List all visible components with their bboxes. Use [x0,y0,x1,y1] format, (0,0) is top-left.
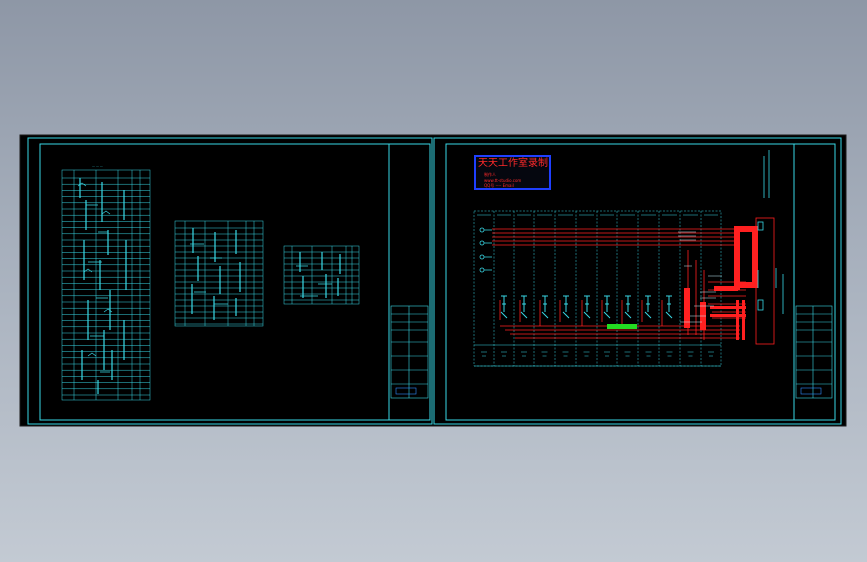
device-switch [665,311,673,319]
sheet-right-inner-border [445,143,836,421]
stamp-line-3: QQ号 ---- Email [484,183,514,188]
sheet-left[interactable] [27,137,433,425]
sheet-left-outer-border [27,137,433,425]
device-switch [562,311,570,319]
input-terminals [479,227,492,273]
sheet-left-inner-border [39,143,431,421]
terminal-labels [678,231,722,323]
device-switch [624,311,632,319]
sheet-right-notes [763,150,784,314]
device-switch [583,311,591,319]
wiring-table-1[interactable]: — — — [61,164,151,401]
sheet-right-outer-border [433,137,842,425]
watermark-stamp: 天天工作室录制 制作人 www.tt-studio.com QQ号 ---- E… [474,155,551,190]
sheet-right[interactable] [433,137,842,425]
schematic-bottom-labels [474,344,721,367]
green-busbar [607,324,637,329]
wiring-table-2-rows [175,227,263,325]
wiring-table-2[interactable] [174,220,264,327]
device-switch [644,311,652,319]
device-switch [541,311,549,319]
stamp-title: 天天工作室录制 [478,158,548,169]
stamp-line-2: www.tt-studio.com [484,178,522,183]
wiring-table-2-content [190,228,241,320]
wiring-table-1-content [77,178,127,394]
sheet-left-titleblock [390,305,429,399]
device-switch [500,311,508,319]
wiring-table-1-rows [62,177,150,396]
svg-text:— — —: — — — [92,164,103,168]
device-switch [520,311,528,319]
device-switch [603,311,611,319]
wiring-table-3-content [296,252,341,298]
stamp-line-1: 制作人 [484,172,496,177]
wiring-table-3[interactable] [283,245,360,305]
terminal-strip [755,217,775,345]
drawing-paper [19,134,847,427]
sheet-right-titleblock [795,305,833,399]
column-devices [500,295,673,319]
